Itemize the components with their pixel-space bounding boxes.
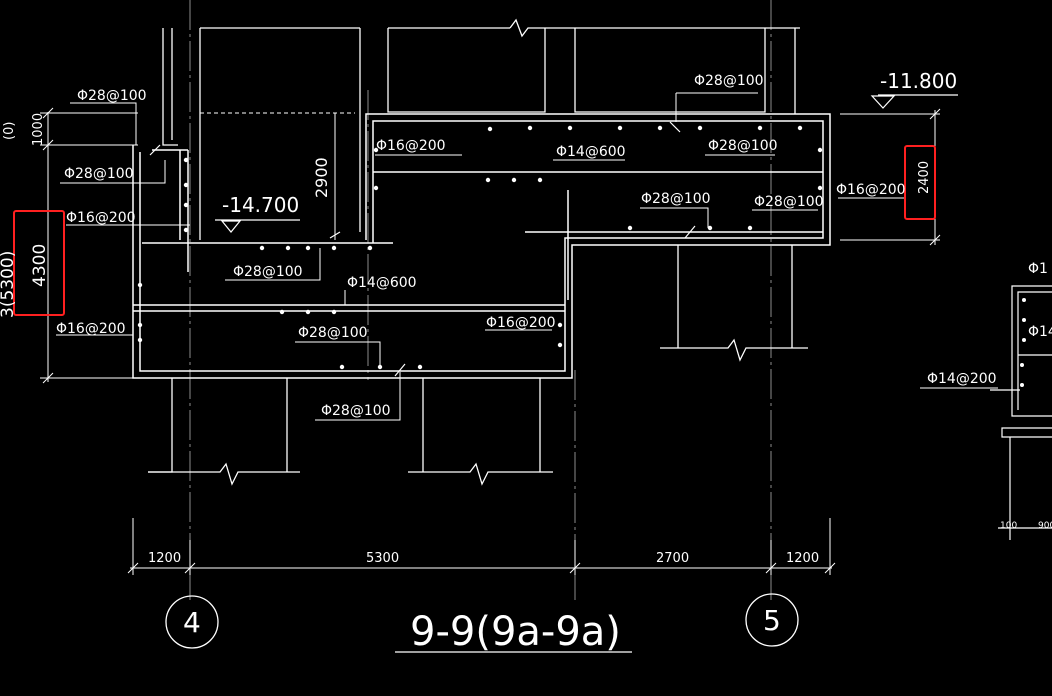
inset-dots: [1020, 298, 1026, 387]
dim-bottom-2: 5300: [366, 551, 399, 566]
rebar-dots: [137, 125, 823, 370]
rebar-label: Φ28@100: [321, 403, 391, 419]
level-right: -11.800: [880, 69, 957, 93]
dim-left-top: 1000: [31, 113, 46, 146]
rebar-label: Φ16@200: [66, 210, 136, 226]
rebar-label: Φ28@100: [708, 138, 778, 154]
pit-outline: [132, 113, 831, 379]
rebar-label: Φ16@200: [56, 321, 126, 337]
rebar-label: Φ28@100: [77, 88, 147, 104]
dim-inset-900: 900: [1038, 521, 1052, 531]
rebar-label: Φ14@600: [347, 275, 417, 291]
left-dimension-lines: [40, 107, 138, 384]
rebar-label: Φ16@200: [486, 315, 556, 331]
highlight-box-left: [13, 210, 65, 316]
dim-left-main: 4300: [30, 244, 50, 287]
rebar-label: Φ14@200: [927, 371, 997, 387]
axis-bubble-5: [745, 593, 799, 647]
leader-lines: [56, 92, 998, 421]
rebar-label: Φ28@100: [694, 73, 764, 89]
grid-axis-lines: [189, 0, 772, 600]
axis-label-4: 4: [183, 606, 201, 639]
rebar-label: Φ16@200: [836, 182, 906, 198]
level-markers: [215, 94, 958, 233]
rebar-label: Φ14: [1028, 324, 1052, 340]
level-left: -14.700: [222, 193, 299, 217]
dim-left-partial: 3(5300): [0, 251, 18, 318]
dim-pit-depth: 2900: [312, 157, 331, 198]
rebar-label: Φ1: [1028, 261, 1048, 277]
dim-bottom-1: 1200: [148, 551, 181, 566]
inset-drawing: [990, 285, 1052, 540]
drawing-title: 9-9(9a-9a): [410, 609, 621, 655]
rebar-label: Φ28@100: [641, 191, 711, 207]
dim-right-step: 2400: [917, 161, 932, 194]
highlight-box-right: [904, 145, 936, 220]
axis-label-5: 5: [763, 604, 781, 637]
rebar-label: Φ28@100: [233, 264, 303, 280]
upper-walls: [162, 18, 800, 240]
dim-inset-100: 100: [1000, 521, 1017, 531]
bottom-dimension-lines: [127, 518, 836, 575]
rebar-label: Φ28@100: [64, 166, 134, 182]
dim-bottom-4: 1200: [786, 551, 819, 566]
rebar-label: Φ14@600: [556, 144, 626, 160]
dim-left-edge: (0): [2, 122, 17, 140]
lower-columns: [148, 245, 808, 486]
axis-bubble-4: [165, 595, 219, 649]
rebar-label: Φ28@100: [298, 325, 368, 341]
rebar-label: Φ16@200: [376, 138, 446, 154]
dim-bottom-3: 2700: [656, 551, 689, 566]
rebar-label: Φ28@100: [754, 194, 824, 210]
